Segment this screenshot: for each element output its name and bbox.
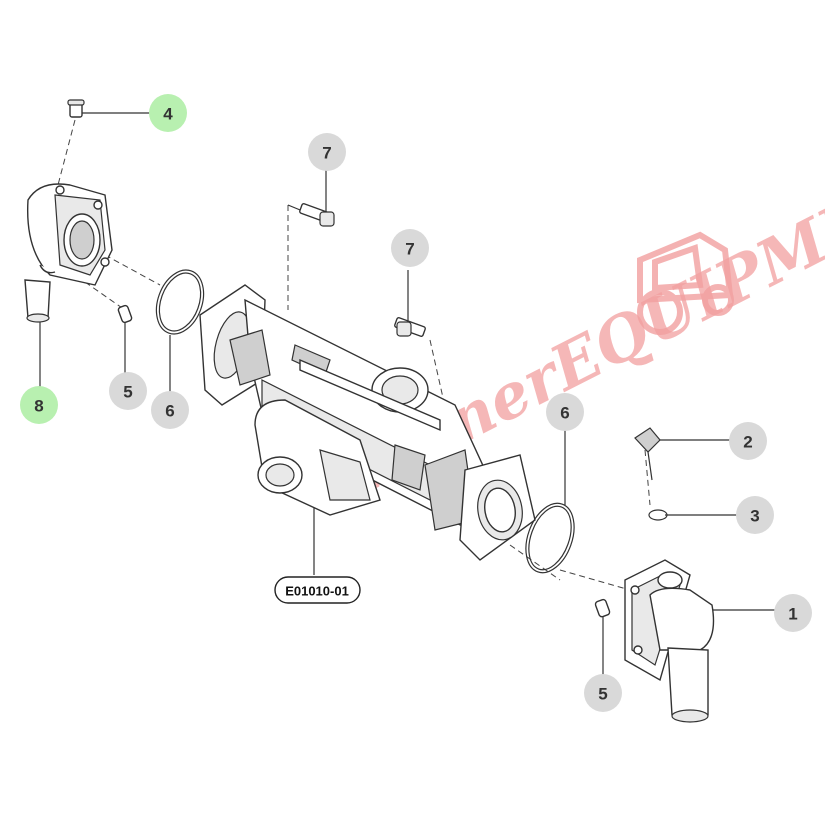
part-3-washer (648, 509, 668, 521)
callout-7-lower: 7 (391, 229, 429, 267)
callout-3-bubble (736, 496, 774, 534)
part-7-bolt-upper (299, 203, 335, 227)
callout-6-right: 6 (546, 393, 584, 431)
callout-1: 1 (774, 594, 812, 632)
callout-4-label: 4 (163, 105, 173, 124)
callout-2: 2 (729, 422, 767, 460)
callout-6-left-bubble (151, 391, 189, 429)
callout-5-left-bubble (109, 372, 147, 410)
callout-3-label: 3 (750, 507, 759, 526)
callout-5-right: 5 (584, 674, 622, 712)
callout-2-bubble (729, 422, 767, 460)
callout-3: 3 (736, 496, 774, 534)
part-7-bolt-lower (394, 317, 426, 337)
callout-6-right-label: 6 (560, 404, 569, 423)
callout-7-upper-label: 7 (322, 144, 331, 163)
part-5-dowel-pin-left (117, 304, 133, 324)
figure-code-box (274, 576, 361, 604)
leader-lines (39, 112, 775, 680)
callout-5-left-label: 5 (123, 383, 132, 402)
callout-4: 4 (149, 94, 187, 132)
callout-7-upper: 7 (308, 133, 346, 171)
callout-5-right-label: 5 (598, 685, 607, 704)
callout-5-left: 5 (109, 372, 147, 410)
figure-code-tag: E01010-01 (274, 576, 361, 604)
callout-8-bubble (20, 386, 58, 424)
part-8-thermostat-housing (24, 183, 113, 323)
callout-6-right-bubble (546, 393, 584, 431)
callout-8: 8 (20, 386, 58, 424)
part-6-gasket-right (525, 502, 575, 574)
callout-7-lower-label: 7 (405, 240, 414, 259)
part-2-plug (634, 427, 661, 481)
part-5-dowel-pin-right (594, 598, 611, 618)
figure-code-text: E01010-01 (285, 584, 349, 599)
callout-7-lower-bubble (391, 229, 429, 267)
callout-1-label: 1 (788, 605, 797, 624)
callout-6-left-label: 6 (165, 402, 174, 421)
water-manifold-body (199, 284, 536, 561)
tractor-logo-icon (637, 231, 734, 335)
part-1-thermostat-cover (624, 559, 715, 723)
callout-4-bubble (149, 94, 187, 132)
callout-2-label: 2 (743, 433, 752, 452)
part-4-bleeder-screw (67, 99, 85, 118)
part-6-gasket-left (155, 269, 205, 335)
callout-6-left: 6 (151, 391, 189, 429)
callout-5-right-bubble (584, 674, 622, 712)
callout-8-label: 8 (34, 397, 43, 416)
callout-7-upper-bubble (308, 133, 346, 171)
callout-1-bubble (774, 594, 812, 632)
